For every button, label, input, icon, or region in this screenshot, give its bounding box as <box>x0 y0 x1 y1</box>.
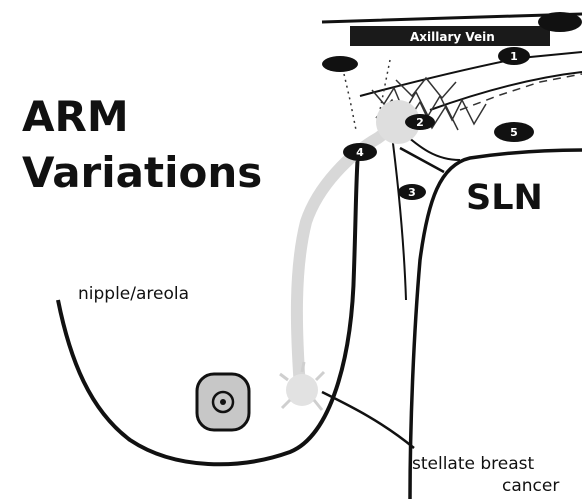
vein-end-cap-left <box>322 56 358 72</box>
nipple-center <box>220 399 226 405</box>
cancer-leader-line <box>322 392 414 448</box>
node-number-4: 4 <box>350 147 370 158</box>
nipple-areola-label: nipple/areola <box>78 286 189 303</box>
vein-end-cap-right <box>538 12 582 32</box>
cancer-label-line-2: cancer <box>502 478 559 495</box>
dashed-lymphatic <box>460 74 582 110</box>
node-number-5: 5 <box>504 127 524 138</box>
node-number-2: 2 <box>410 117 430 128</box>
sln-label: SLN <box>466 181 543 216</box>
cancer-label-line-1: stellate breast <box>412 456 534 473</box>
axillary-vein-label: Axillary Vein <box>410 31 495 43</box>
axilla-inner-line <box>390 120 406 300</box>
sln-leader-line <box>400 148 444 172</box>
node-number-1: 1 <box>504 51 524 62</box>
title-line-1: ARM <box>22 96 129 138</box>
node-number-3: 3 <box>402 187 422 198</box>
title-line-2: Variations <box>22 152 262 194</box>
